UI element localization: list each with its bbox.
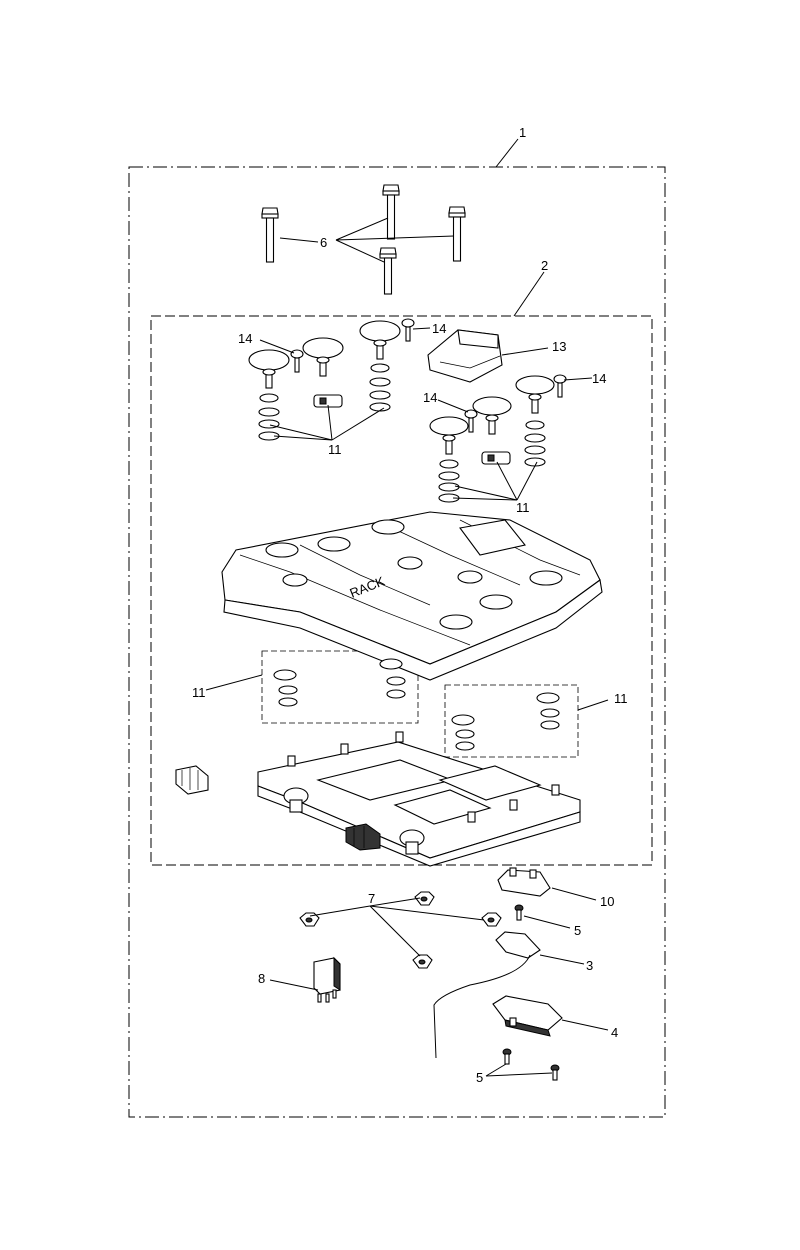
relay-item-8 — [313, 956, 341, 1003]
cover-piece — [427, 329, 503, 383]
nuts-item-7 — [299, 891, 502, 969]
washer-stacks-lower — [273, 658, 560, 751]
cap-group-left — [248, 318, 415, 389]
callout-14-a: 14 — [238, 331, 252, 346]
callout-11-c: 11 — [192, 685, 206, 700]
clip-left — [175, 765, 209, 795]
rack-top-plate: RACK — [221, 511, 603, 681]
callout-8: 8 — [258, 971, 265, 986]
callout-3: 3 — [586, 958, 593, 973]
cap-group-right — [429, 374, 567, 455]
callout-11-d: 11 — [614, 691, 628, 706]
bolt-group — [261, 184, 466, 295]
fixing-subbox-left — [261, 650, 419, 724]
callout-5-a: 5 — [574, 923, 581, 938]
callout-14-c: 14 — [592, 371, 606, 386]
callout-2: 2 — [541, 258, 548, 273]
callout-6: 6 — [320, 235, 327, 250]
leader-lines — [205, 138, 609, 1077]
assembly-boundary-inner — [150, 315, 653, 866]
fixing-subbox-right — [444, 684, 579, 758]
screws-item-5-lower — [502, 1048, 560, 1081]
callout-labels: 1 2 6 14 14 13 14 14 11 11 11 11 10 7 5 … — [192, 125, 628, 1085]
bracket-item-10 — [497, 867, 551, 897]
callout-14-b: 14 — [432, 321, 446, 336]
callout-11-b: 11 — [516, 500, 530, 515]
callout-4: 4 — [611, 1025, 618, 1040]
callout-7: 7 — [368, 891, 375, 906]
callout-10: 10 — [600, 894, 614, 909]
kit-boundary-outer — [128, 166, 666, 1118]
screw-item-5-upper — [514, 904, 524, 921]
callout-14-d: 14 — [423, 390, 437, 405]
connector-item-3 — [433, 931, 541, 1059]
clip-center — [345, 823, 381, 851]
callout-13: 13 — [552, 339, 566, 354]
callout-5-b: 5 — [476, 1070, 483, 1085]
callout-1: 1 — [519, 125, 526, 140]
rack-base-frame — [257, 731, 581, 867]
callout-11-a: 11 — [328, 442, 342, 457]
module-item-4 — [492, 995, 563, 1037]
